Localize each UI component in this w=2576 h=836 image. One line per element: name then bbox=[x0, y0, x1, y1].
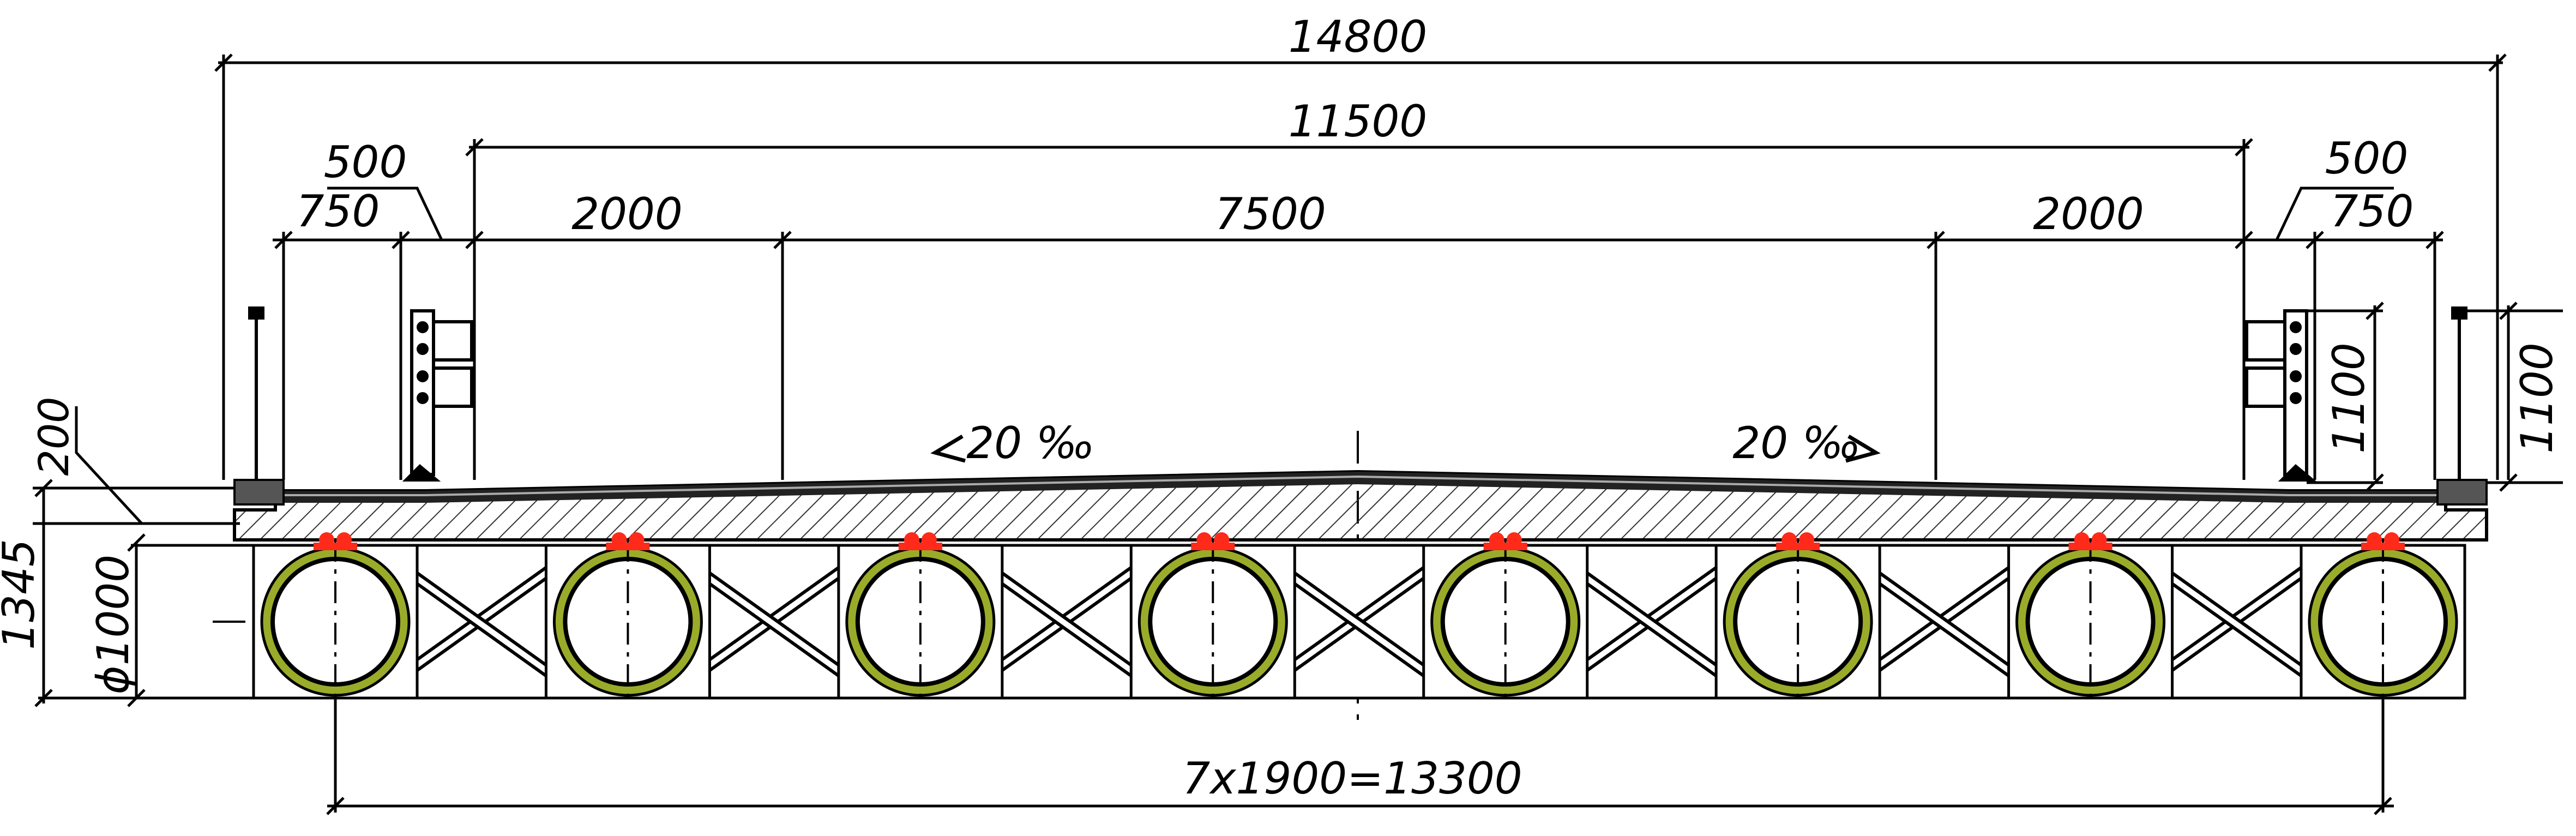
dim-left-lane: 2000 bbox=[571, 189, 683, 239]
bracing-diagonal-inner bbox=[696, 567, 852, 682]
slope-arrows bbox=[930, 434, 1881, 463]
slope-left-label: 20 ‰ bbox=[966, 418, 1094, 468]
bearing-plate bbox=[898, 543, 942, 550]
bearing-plate bbox=[2361, 543, 2405, 550]
bearing-plate bbox=[2068, 543, 2112, 550]
dim-right-lane: 2000 bbox=[2033, 189, 2144, 239]
bracing-diagonal-inner bbox=[1574, 567, 1730, 682]
dim-slab-thickness: 200 bbox=[29, 396, 78, 476]
dimension-labels: 14800 11500 500 750 2000 7500 2000 500 7… bbox=[0, 11, 2562, 804]
dim-carriageway-total: 11500 bbox=[1289, 96, 1428, 147]
bracing-diagonal-inner bbox=[1866, 567, 2023, 682]
bearing-plate bbox=[1191, 543, 1235, 550]
bearing-plate bbox=[1483, 543, 1527, 550]
dim-right-offset-750: 750 bbox=[2331, 186, 2414, 237]
slope-right-label: 20 ‰ bbox=[1732, 418, 1861, 468]
bracing-diagonal-inner bbox=[989, 567, 1145, 682]
deck-slab bbox=[233, 470, 2488, 542]
dim-center-lane: 7500 bbox=[1215, 189, 1326, 239]
dim-barrier-height-left: 1100 bbox=[2324, 342, 2374, 454]
dim-overall-width: 14800 bbox=[1289, 11, 1428, 62]
bracing-diagonal-inner bbox=[2158, 567, 2315, 682]
dim-total-depth: 1345 bbox=[0, 539, 44, 650]
bracing-diagonal-inner bbox=[404, 567, 560, 682]
dimension-lines bbox=[33, 53, 2563, 815]
left-railing bbox=[248, 306, 473, 482]
pipes-layer bbox=[252, 532, 2466, 703]
bearing-plate bbox=[1776, 543, 1820, 550]
right-railing bbox=[2245, 306, 2467, 482]
dim-right-offset-500: 500 bbox=[2325, 133, 2409, 184]
bearing-plate bbox=[314, 543, 357, 550]
dim-left-offset-750: 750 bbox=[297, 186, 380, 237]
dim-pipe-diameter: ϕ1000 bbox=[88, 555, 139, 694]
dim-pipe-spacing: 7x1900=13300 bbox=[1182, 753, 1522, 804]
dim-left-offset-500: 500 bbox=[324, 137, 407, 188]
dim-barrier-height-right: 1100 bbox=[2512, 342, 2562, 454]
bearing-plate bbox=[606, 543, 650, 550]
bracing-diagonal-inner bbox=[1281, 567, 1437, 682]
